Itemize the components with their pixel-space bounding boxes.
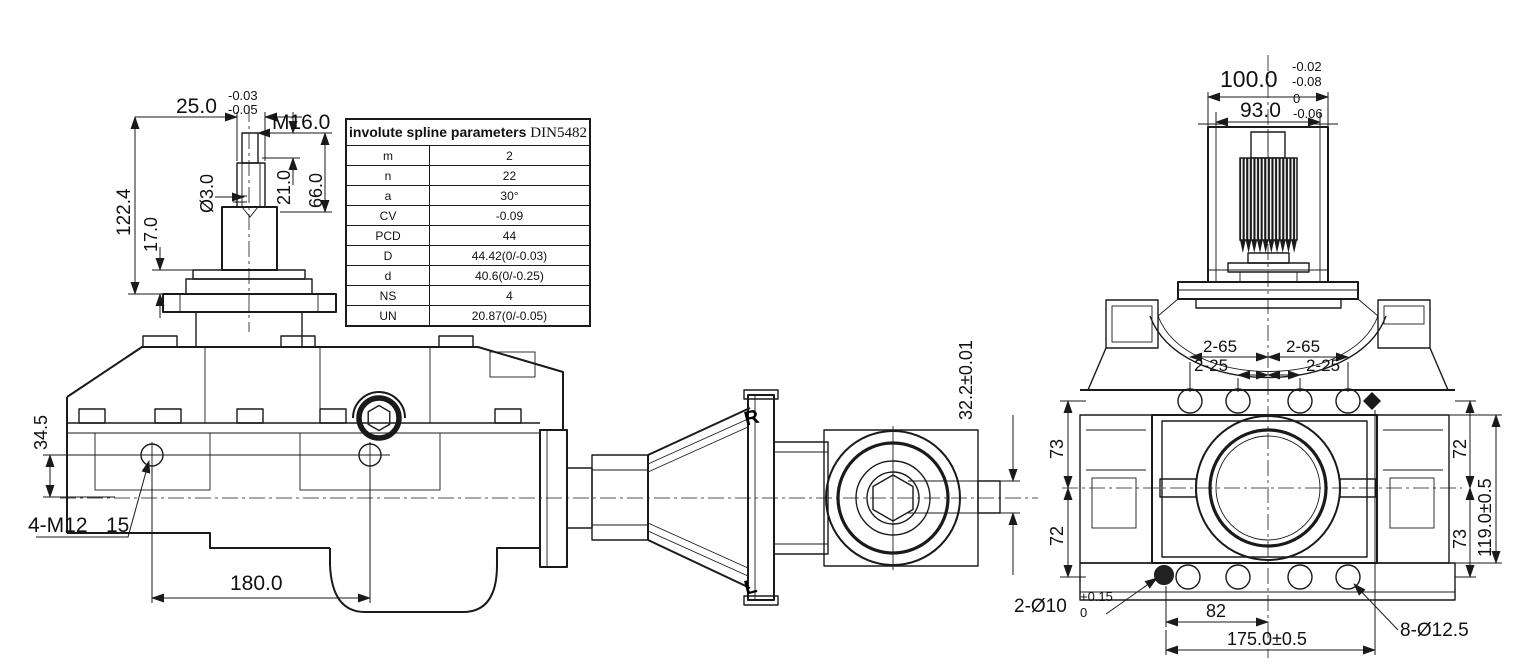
dim-thread: M16.0 xyxy=(272,111,330,134)
dim-hole-dia: Ø3.0 xyxy=(197,174,217,213)
side-view: R L xyxy=(28,88,1038,613)
table-standard: DIN5482 xyxy=(530,124,587,141)
dim-foot-h: 34.5 xyxy=(31,415,51,450)
dim-tube-od-tol-upper: -0.02 xyxy=(1292,59,1322,74)
dim-flange-h: 17.0 xyxy=(141,217,161,252)
dim-body-height: 119.0±0.5 xyxy=(1475,478,1495,557)
spline-param-value: 44 xyxy=(428,225,591,246)
dim-right-upper: 72 xyxy=(1450,439,1470,459)
spline-param-name: m xyxy=(345,145,430,166)
front-bottom-bolt-holes xyxy=(1154,564,1361,590)
output-end-cap xyxy=(825,430,961,566)
dim-dowel-tol-lower: 0 xyxy=(1080,605,1087,620)
spline-teeth-tips xyxy=(1240,240,1297,253)
dim-hole-25-left: 2-25 xyxy=(1194,356,1228,375)
dim-bolt-holes: 8-Ø12.5 xyxy=(1400,620,1469,641)
front-main-body xyxy=(1079,414,1456,601)
front-view-dimensions xyxy=(1060,92,1502,655)
hex-socket xyxy=(872,474,914,522)
input-shaft-tube xyxy=(1177,123,1359,309)
hex-plug-top xyxy=(352,391,406,441)
dim-dowel-x: 82 xyxy=(1206,601,1226,621)
dim-right-lower: 73 xyxy=(1450,529,1470,549)
dim-tube-id-tol-upper: 0 xyxy=(1293,91,1300,106)
spline-param-value: 44.42(0/-0.03) xyxy=(428,245,591,266)
dim-depth: 15 xyxy=(106,514,129,537)
dowel-hole-bottom xyxy=(1154,565,1174,585)
spline-param-value: 22 xyxy=(428,165,591,186)
dim-tube-id: 93.0 xyxy=(1240,99,1281,122)
input-shaft xyxy=(162,132,337,313)
dim-shaft-dia: 25.0 xyxy=(176,95,217,118)
dowel-hole-top xyxy=(1363,392,1381,410)
output-housing xyxy=(539,389,1001,606)
dim-left-upper: 73 xyxy=(1047,439,1067,459)
spline-param-name: CV xyxy=(345,205,430,226)
spline-param-name: PCD xyxy=(345,225,430,246)
spline-param-name: UN xyxy=(345,305,430,327)
table-row: CV-0.09 xyxy=(345,205,591,226)
spline-param-name: n xyxy=(345,165,430,186)
dim-tube-od-tol-lower: -0.08 xyxy=(1292,74,1322,89)
table-title: involute spline parameters xyxy=(349,123,527,140)
side-view-dimensions xyxy=(36,112,1020,603)
dim-hole-65-right: 2-65 xyxy=(1286,337,1320,356)
dim-tube-od: 100.0 xyxy=(1220,66,1278,92)
dim-thread-len: 21.0 xyxy=(274,170,294,205)
spline-param-name: D xyxy=(345,245,430,266)
spline-param-name: d xyxy=(345,265,430,286)
front-view: 100.0 -0.02 -0.08 93.0 0 -0.06 2-65 2-65… xyxy=(1014,55,1502,658)
dim-mount-thread: 4-M12 xyxy=(28,514,88,537)
front-top-bolt-holes xyxy=(1177,388,1381,414)
dim-offset: 32.2±0.01 xyxy=(956,340,976,420)
table-header: involute spline parameters DIN5482 xyxy=(345,118,591,146)
flange-label-r: R xyxy=(742,406,762,431)
side-view-centerlines xyxy=(60,106,1038,570)
dim-hole-25-right: 2-25 xyxy=(1306,356,1340,375)
dim-dowel-span: 175.0±0.5 xyxy=(1227,629,1307,649)
dim-left-lower: 72 xyxy=(1047,526,1067,546)
dim-dowel: 2-Ø10 xyxy=(1014,596,1067,617)
dim-hole-span: 180.0 xyxy=(230,572,283,595)
dim-shaft-dia-tol-lower: -0.05 xyxy=(228,102,258,117)
front-upper-housing xyxy=(1080,298,1455,391)
spline-param-value: 20.87(0/-0.05) xyxy=(428,305,591,327)
spline-param-value: 2 xyxy=(428,145,591,166)
spline-param-value: -0.09 xyxy=(428,205,591,226)
dim-dowel-tol-upper: +0.15 xyxy=(1080,589,1113,604)
dim-tube-id-tol-lower: -0.06 xyxy=(1293,106,1323,121)
spline-param-name: NS xyxy=(345,285,430,306)
dim-shaft-len: 66.0 xyxy=(306,173,326,208)
spline-param-value: 4 xyxy=(428,285,591,306)
dim-height: 122.4 xyxy=(114,188,135,236)
spline-param-name: a xyxy=(345,185,430,206)
gearbox-housing xyxy=(66,312,564,613)
dim-hole-65-left: 2-65 xyxy=(1203,337,1237,356)
spline-param-value: 30° xyxy=(428,185,591,206)
dim-shaft-dia-tol-upper: -0.03 xyxy=(228,88,258,103)
spline-teeth xyxy=(1239,157,1298,241)
spline-param-value: 40.6(0/-0.25) xyxy=(428,265,591,286)
flange-label-l: L xyxy=(742,575,759,599)
